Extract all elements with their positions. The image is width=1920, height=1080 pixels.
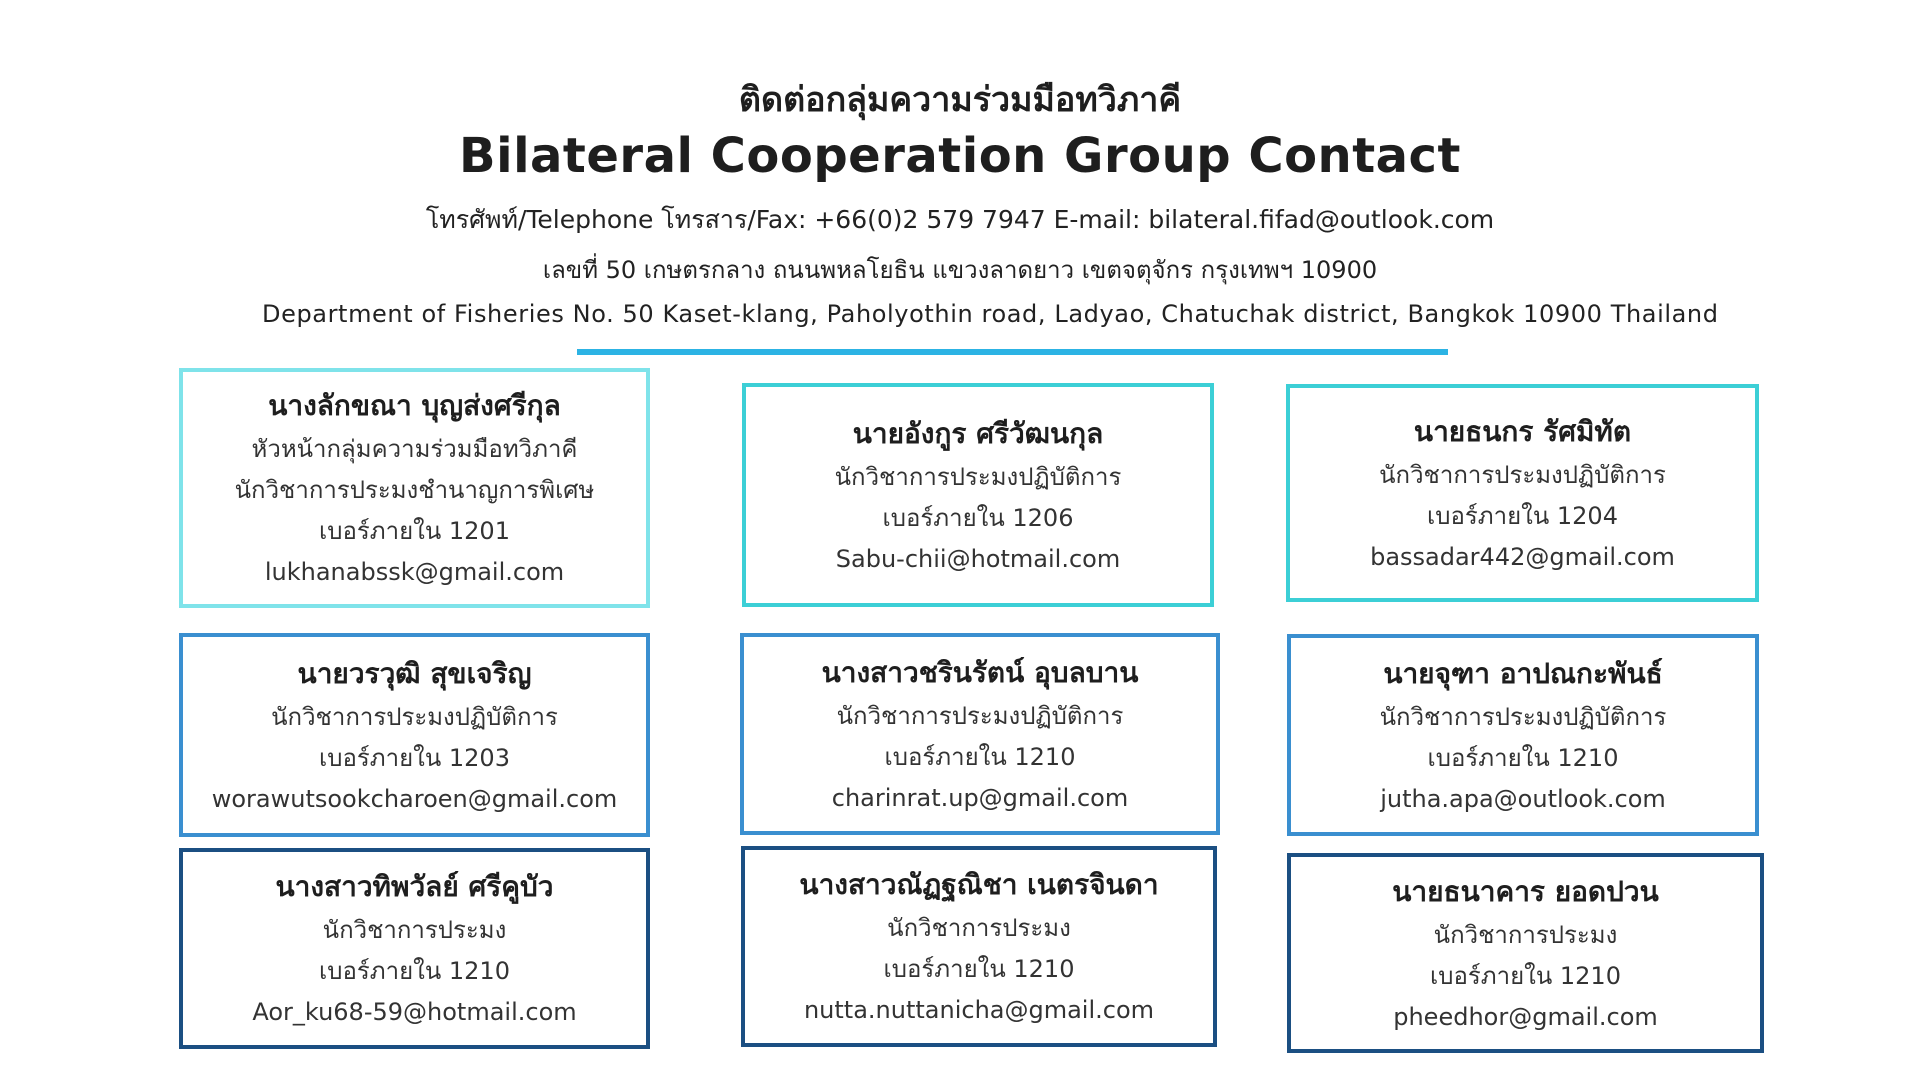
contact-email[interactable]: bassadar442@gmail.com [1370, 542, 1675, 571]
contact-extension: เบอร์ภายใน 1210 [1430, 961, 1621, 990]
contact-extension: เบอร์ภายใน 1210 [883, 955, 1075, 983]
contact-extension: เบอร์ภายใน 1210 [1427, 743, 1619, 772]
contact-name: นางสาวชรินรัตน์ อุบลบาน [821, 655, 1139, 689]
contact-title: นักวิชาการประมง [322, 916, 507, 944]
contact-position: หัวหน้ากลุ่มความร่วมมือทวิภาคี [251, 435, 578, 463]
contact-title: นักวิชาการประมงปฏิบัติการ [834, 462, 1122, 491]
contact-card-7: นางสาวทิพวัลย์ ศรีคูบัว นักวิชาการประมง … [179, 848, 650, 1049]
contact-extension: เบอร์ภายใน 1201 [319, 517, 510, 545]
contact-email[interactable]: Sabu-chii@hotmail.com [835, 544, 1121, 573]
contact-card-9: นายธนาคาร ยอดปวน นักวิชาการประมง เบอร์ภา… [1287, 853, 1764, 1053]
contact-name: นายธนกร รัศมิทัต [1413, 414, 1632, 448]
page-title-thai: ติดต่อกลุ่มความร่วมมือทวิภาคี [738, 80, 1182, 120]
header-divider [577, 349, 1448, 355]
contact-title: นักวิชาการประมงชำนาญการพิเศษ [234, 476, 595, 504]
contact-title: นักวิชาการประมงปฏิบัติการ [271, 702, 558, 731]
contact-card-4: นายวรวุฒิ สุขเจริญ นักวิชาการประมงปฏิบัต… [179, 633, 650, 837]
contact-name: นางสาวณัฏฐณิชา เนตรจินดา [799, 868, 1159, 901]
contact-email[interactable]: jutha.apa@outlook.com [1380, 784, 1666, 813]
address-english: Department of Fisheries No. 50 Kaset-kla… [262, 300, 1719, 328]
contact-card-5: นางสาวชรินรัตน์ อุบลบาน นักวิชาการประมงป… [740, 633, 1220, 835]
contact-card-3: นายธนกร รัศมิทัต นักวิชาการประมงปฏิบัติก… [1286, 384, 1759, 602]
page-title-english: Bilateral Cooperation Group Contact [459, 128, 1461, 184]
contact-name: นายวรวุฒิ สุขเจริญ [297, 656, 532, 690]
contact-title: นักวิชาการประมง [1433, 920, 1618, 949]
contact-name: นายธนาคาร ยอดปวน [1392, 874, 1659, 908]
address-thai: เลขที่ 50 เกษตรกลาง ถนนพหลโยธิน แขวงลาดย… [542, 256, 1378, 284]
telephone-fax-email-line: โทรศัพท์/Telephone โทรสาร/Fax: +66(0)2 5… [425, 205, 1495, 234]
contact-name: นายอังกูร ศรีวัฒนกุล [852, 416, 1104, 450]
contact-extension: เบอร์ภายใน 1210 [884, 742, 1076, 771]
contact-title: นักวิชาการประมงปฏิบัติการ [1379, 702, 1667, 731]
contact-card-2: นายอังกูร ศรีวัฒนกุล นักวิชาการประมงปฏิบ… [742, 383, 1214, 607]
contact-name: นายจุฑา อาปณกะพันธ์ [1383, 656, 1663, 690]
contact-email[interactable]: lukhanabssk@gmail.com [264, 558, 565, 586]
contact-card-1: นางลักขณา บุญส่งศรีกุล หัวหน้ากลุ่มความร… [179, 368, 650, 608]
contact-extension: เบอร์ภายใน 1204 [1427, 501, 1618, 530]
contact-card-6: นายจุฑา อาปณกะพันธ์ นักวิชาการประมงปฏิบั… [1287, 634, 1759, 836]
contact-email[interactable]: worawutsookcharoen@gmail.com [211, 784, 618, 813]
contact-title: นักวิชาการประมง [887, 914, 1071, 942]
contact-title: นักวิชาการประมงปฏิบัติการ [836, 701, 1124, 730]
contact-email[interactable]: Aor_ku68-59@hotmail.com [252, 998, 577, 1026]
contact-name: นางสาวทิพวัลย์ ศรีคูบัว [275, 870, 554, 903]
contact-name: นางลักขณา บุญส่งศรีกุล [268, 389, 561, 422]
contact-extension: เบอร์ภายใน 1203 [319, 743, 510, 772]
contact-email[interactable]: nutta.nuttanicha@gmail.com [803, 996, 1155, 1024]
contact-extension: เบอร์ภายใน 1206 [882, 503, 1074, 532]
contact-email[interactable]: charinrat.up@gmail.com [831, 783, 1129, 812]
contact-card-8: นางสาวณัฏฐณิชา เนตรจินดา นักวิชาการประมง… [741, 846, 1217, 1047]
contact-title: นักวิชาการประมงปฏิบัติการ [1379, 460, 1666, 489]
contact-extension: เบอร์ภายใน 1210 [319, 957, 510, 985]
contact-email[interactable]: pheedhor@gmail.com [1393, 1002, 1658, 1031]
